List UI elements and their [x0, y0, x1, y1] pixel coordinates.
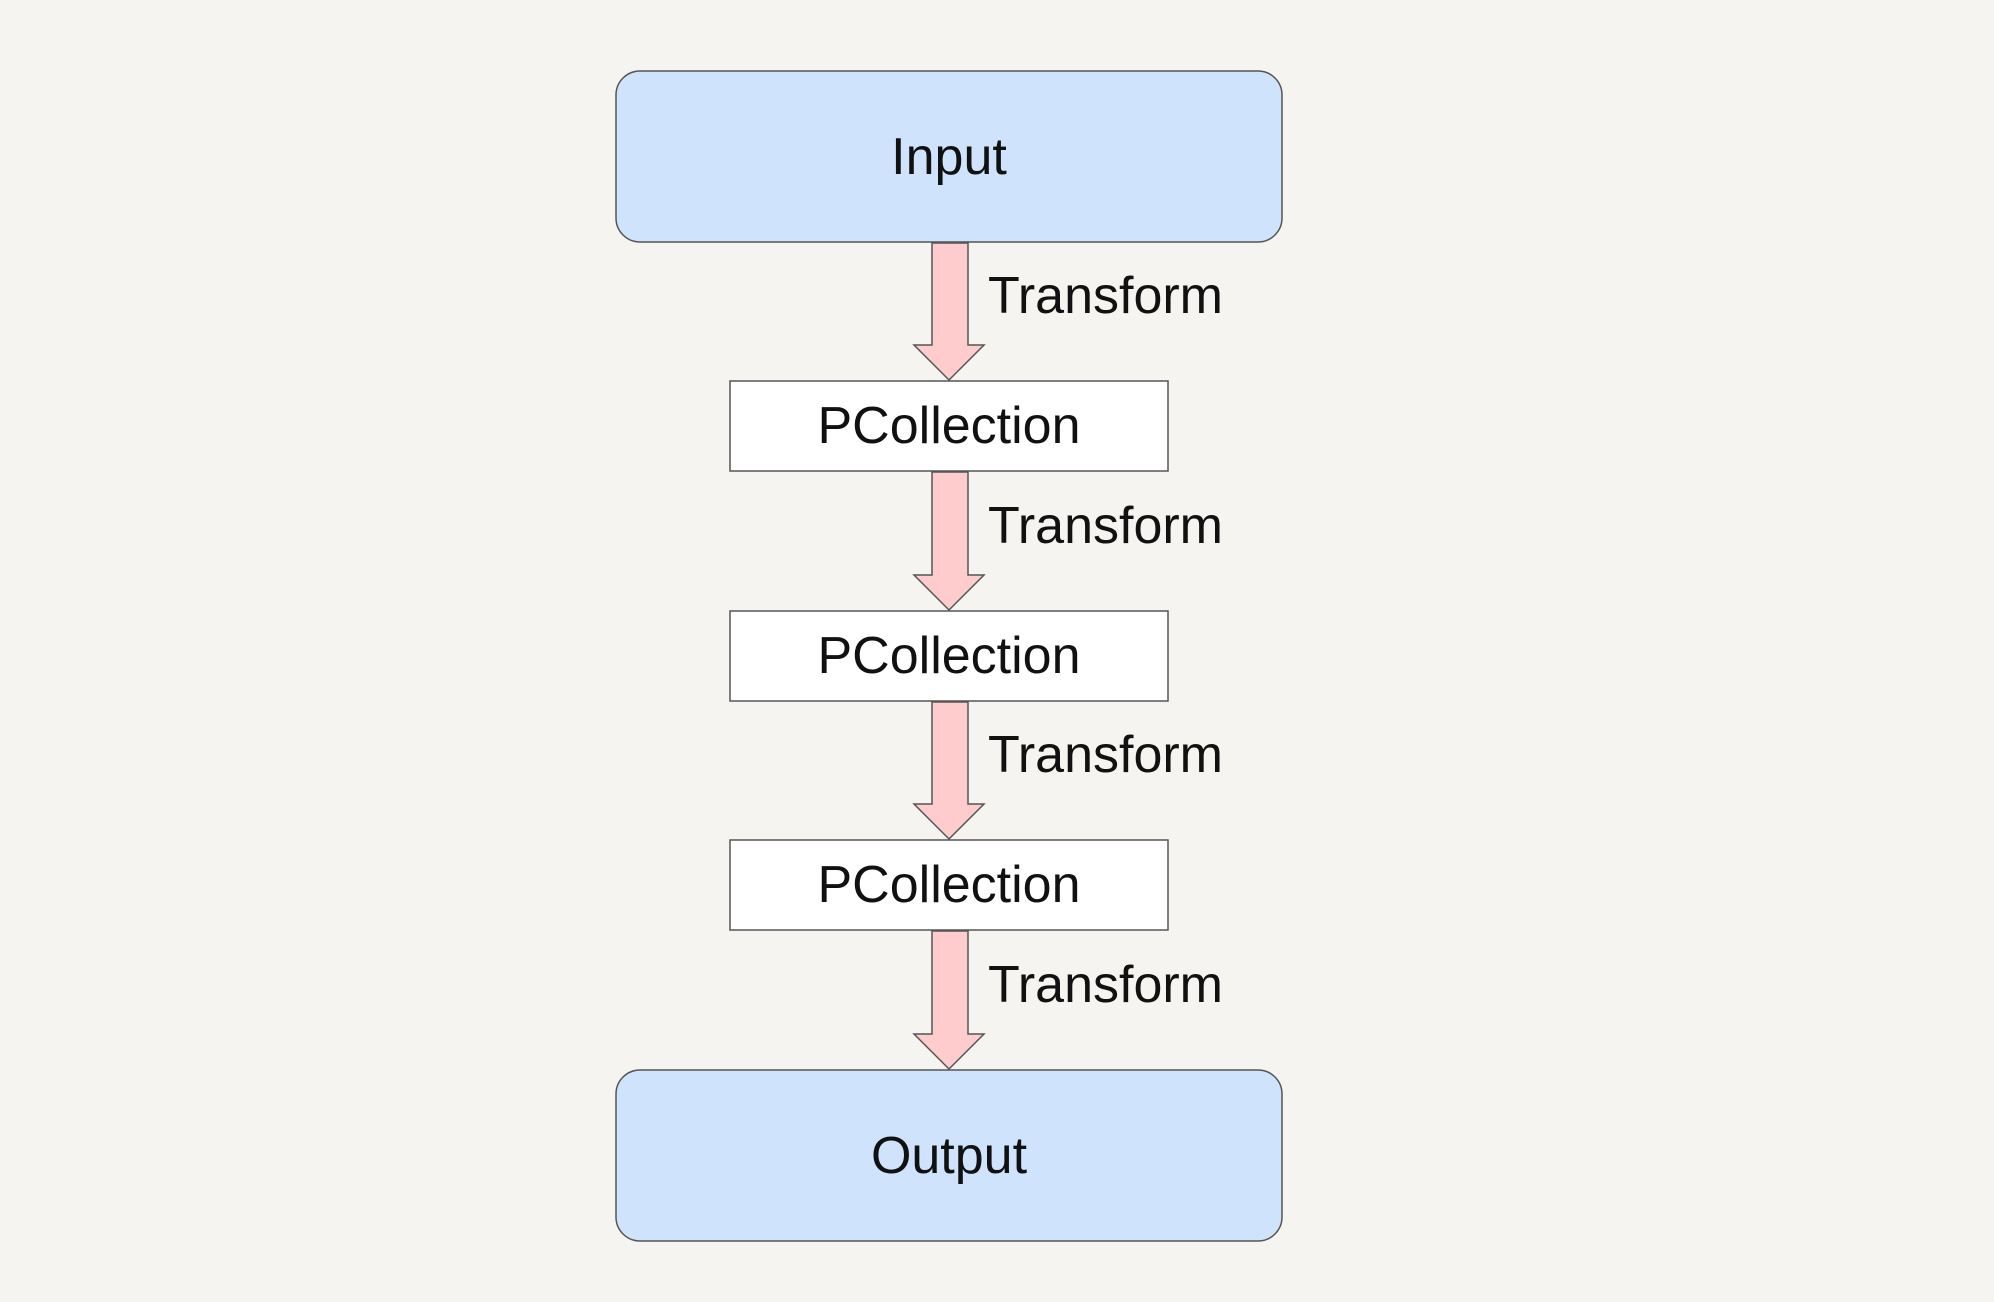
- pcollection-node-1: PCollection: [729, 380, 1169, 472]
- pcollection-box-1: [729, 380, 1169, 472]
- transform-edge-1: Transform: [912, 242, 1223, 382]
- pcollection-label-1: PCollection: [817, 397, 1080, 455]
- input-node: Input: [615, 70, 1283, 243]
- transform-label-1: Transform: [988, 267, 1223, 325]
- transform-arrow-3: [912, 701, 986, 841]
- pcollection-box-2: [729, 610, 1169, 702]
- transform-edge-2: Transform: [912, 471, 1223, 612]
- transform-label-3: Transform: [988, 726, 1223, 784]
- transform-arrow-2: [912, 471, 986, 612]
- transform-arrow-1: [912, 242, 986, 382]
- transform-arrow-4: [912, 930, 986, 1071]
- output-label: Output: [871, 1127, 1028, 1185]
- transform-label-2: Transform: [988, 497, 1223, 555]
- output-box: [615, 1069, 1283, 1242]
- input-box: [615, 70, 1283, 243]
- pcollection-label-3: PCollection: [817, 856, 1080, 914]
- output-node: Output: [615, 1069, 1283, 1242]
- pcollection-node-3: PCollection: [729, 839, 1169, 931]
- transform-edge-3: Transform: [912, 701, 1223, 841]
- pcollection-node-2: PCollection: [729, 610, 1169, 702]
- transform-edge-4: Transform: [912, 930, 1223, 1071]
- pcollection-box-3: [729, 839, 1169, 931]
- pcollection-label-2: PCollection: [817, 627, 1080, 685]
- transform-label-4: Transform: [988, 956, 1223, 1014]
- input-label: Input: [891, 128, 1007, 186]
